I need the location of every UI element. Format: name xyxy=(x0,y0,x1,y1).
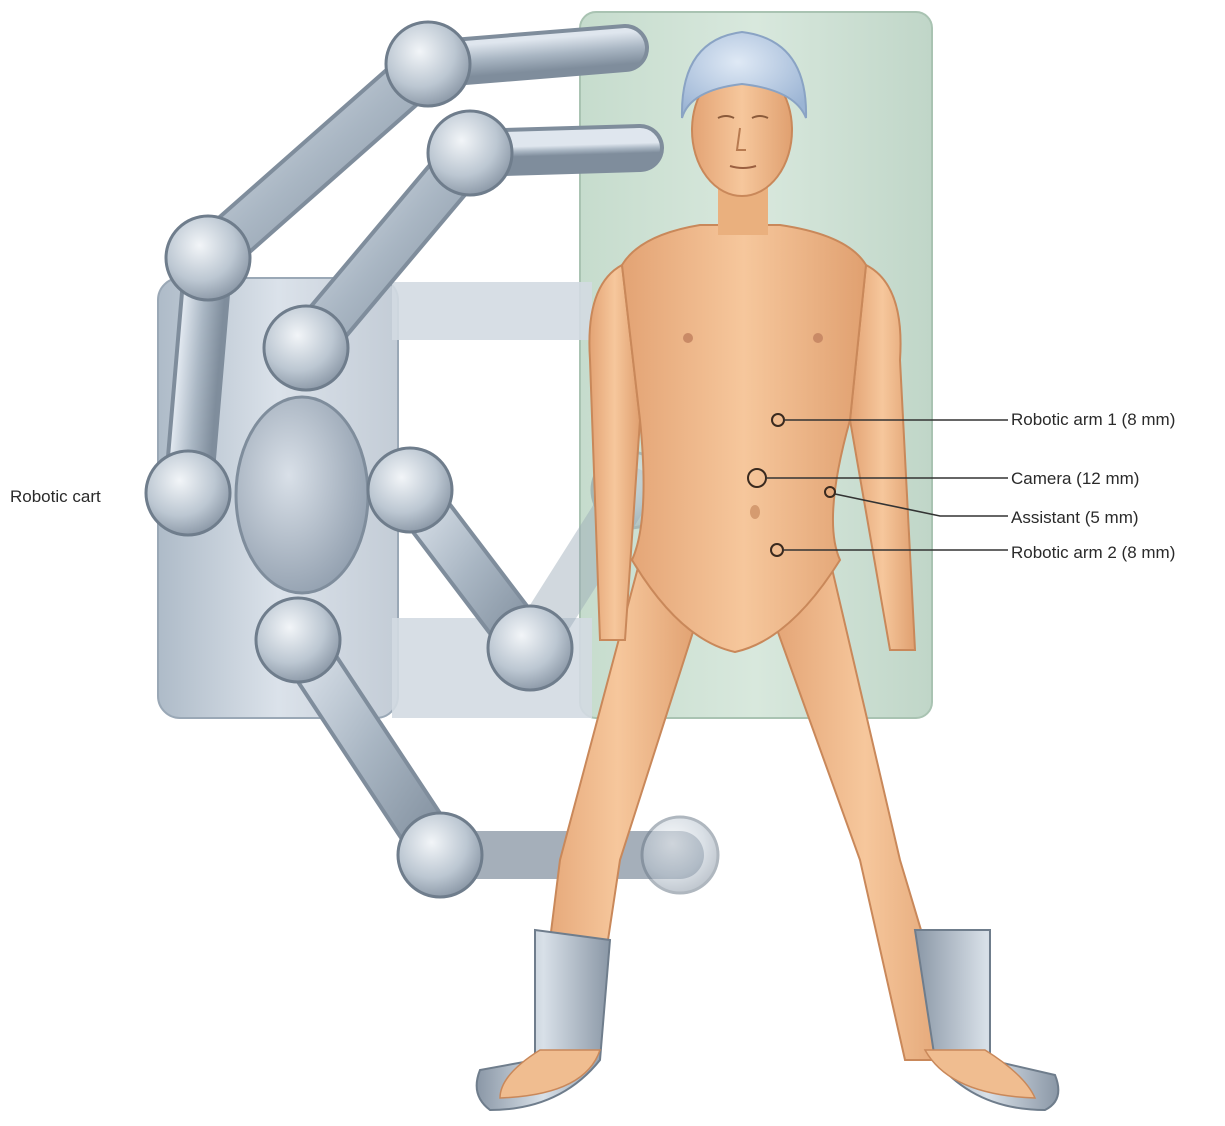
label-robotic-arm-2: Robotic arm 2 (8 mm) xyxy=(1011,544,1175,561)
label-robotic-cart: Robotic cart xyxy=(10,488,101,505)
label-camera: Camera (12 mm) xyxy=(1011,470,1139,487)
label-robotic-arm-1: Robotic arm 1 (8 mm) xyxy=(1011,411,1175,428)
leg-stirrups xyxy=(477,930,1059,1110)
label-assistant: Assistant (5 mm) xyxy=(1011,509,1139,526)
